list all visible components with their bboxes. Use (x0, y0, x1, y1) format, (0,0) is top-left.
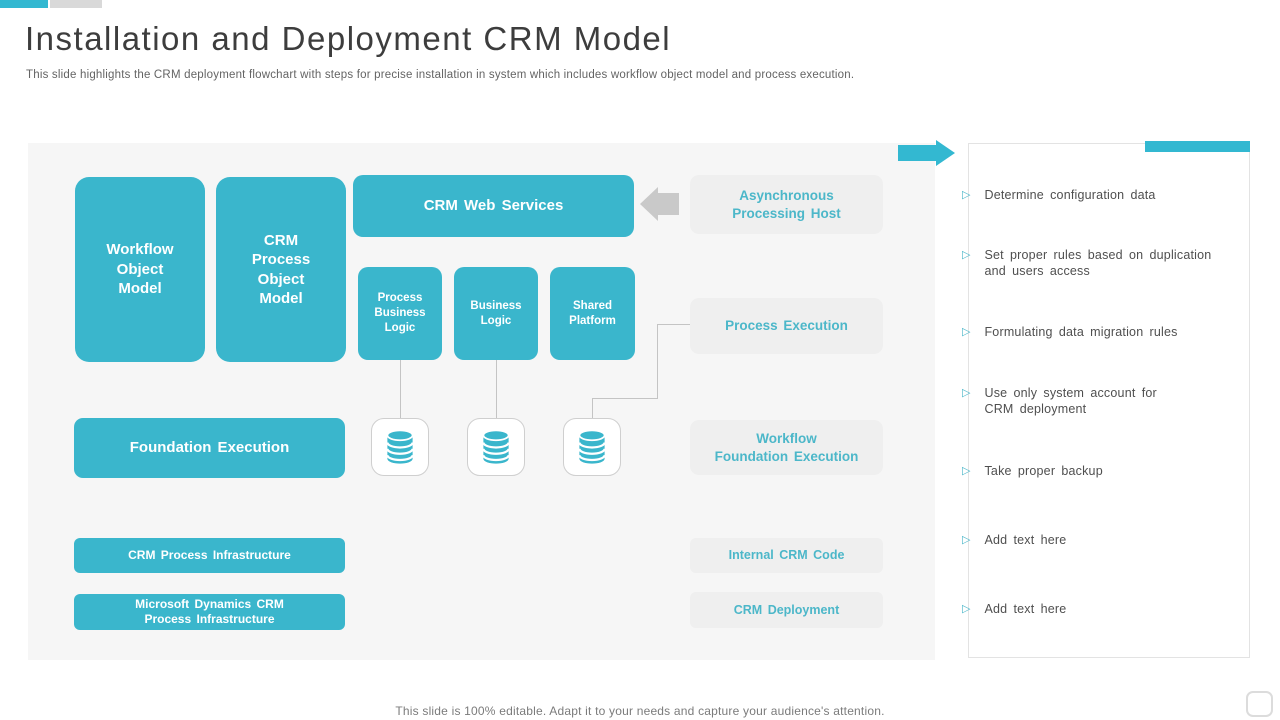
checklist-item-label: Formulating data migration rules (984, 325, 1178, 339)
database-node-2[interactable] (467, 418, 525, 476)
node-crm-process-infrastructure[interactable]: CRM Process Infrastructure (74, 538, 345, 573)
checklist-panel: ▷ Determine configuration data ▷ Set pro… (962, 143, 1250, 658)
slide-number-placeholder[interactable] (1246, 691, 1273, 717)
connector-process-business-logic-db (400, 360, 401, 418)
footer-note: This slide is 100% editable. Adapt it to… (395, 704, 885, 718)
checklist-item-1[interactable]: ▷ Determine configuration data (962, 187, 1156, 203)
checklist-item-6[interactable]: ▷ Add text here (962, 532, 1066, 548)
database-cylinder-icon (578, 429, 606, 464)
arrow-right-icon (898, 140, 955, 171)
checklist-item-label: Add text here (984, 602, 1067, 616)
node-asynchronous-processing-host[interactable]: Asynchronous Processing Host (690, 175, 883, 234)
checklist-item-label: Set proper rules based on duplication an… (984, 248, 1212, 278)
triangle-bullet-icon: ▷ (962, 465, 971, 477)
triangle-bullet-icon: ▷ (962, 534, 971, 546)
database-node-1[interactable] (371, 418, 429, 476)
checklist-item-label: Take proper backup (984, 464, 1103, 478)
database-cylinder-icon (482, 429, 510, 464)
node-workflow-foundation-execution[interactable]: Workflow Foundation Execution (690, 420, 883, 475)
flowchart-canvas: Workflow Object Model CRM Process Object… (28, 143, 935, 660)
panel-accent-bar (1145, 141, 1250, 152)
node-business-logic[interactable]: Business Logic (454, 267, 538, 360)
page-subtitle: This slide highlights the CRM deployment… (26, 69, 855, 81)
checklist-item-4[interactable]: ▷ Use only system account for CRM deploy… (962, 385, 1157, 417)
node-crm-deployment[interactable]: CRM Deployment (690, 592, 883, 628)
checklist-item-3[interactable]: ▷ Formulating data migration rules (962, 324, 1178, 340)
checklist-item-5[interactable]: ▷ Take proper backup (962, 463, 1103, 479)
accent-bar-teal (0, 0, 48, 8)
checklist-item-label: Determine configuration data (984, 188, 1156, 202)
node-foundation-execution[interactable]: Foundation Execution (74, 418, 345, 478)
database-cylinder-icon (386, 429, 414, 464)
checklist-item-label: Add text here (984, 533, 1067, 547)
triangle-bullet-icon: ▷ (962, 326, 971, 338)
triangle-bullet-icon: ▷ (962, 189, 971, 201)
node-process-execution[interactable]: Process Execution (690, 298, 883, 354)
triangle-bullet-icon: ▷ (962, 603, 971, 615)
connector-process-execution-h1 (657, 324, 690, 325)
node-crm-web-services[interactable]: CRM Web Services (353, 175, 634, 237)
triangle-bullet-icon: ▷ (962, 387, 971, 399)
database-node-3[interactable] (563, 418, 621, 476)
connector-process-execution-v2 (592, 398, 593, 418)
node-internal-crm-code[interactable]: Internal CRM Code (690, 538, 883, 573)
checklist-item-7[interactable]: ▷ Add text here (962, 601, 1066, 617)
node-crm-process-object-model[interactable]: CRM Process Object Model (216, 177, 346, 362)
checklist-item-2[interactable]: ▷ Set proper rules based on duplication … (962, 247, 1211, 279)
connector-business-logic-db (496, 360, 497, 418)
node-process-business-logic[interactable]: Process Business Logic (358, 267, 442, 360)
triangle-bullet-icon: ▷ (962, 249, 971, 261)
connector-process-execution-v1 (657, 324, 658, 398)
node-workflow-object-model[interactable]: Workflow Object Model (75, 177, 205, 362)
connector-process-execution-h2 (592, 398, 658, 399)
checklist-item-label: Use only system account for CRM deployme… (984, 386, 1157, 416)
page-title: Installation and Deployment CRM Model (25, 20, 672, 57)
accent-bar-gray (50, 0, 102, 8)
arrow-left-icon (640, 187, 679, 226)
node-shared-platform[interactable]: Shared Platform (550, 267, 635, 360)
node-microsoft-dynamics-crm-process-infrastructure[interactable]: Microsoft Dynamics CRM Process Infrastru… (74, 594, 345, 630)
